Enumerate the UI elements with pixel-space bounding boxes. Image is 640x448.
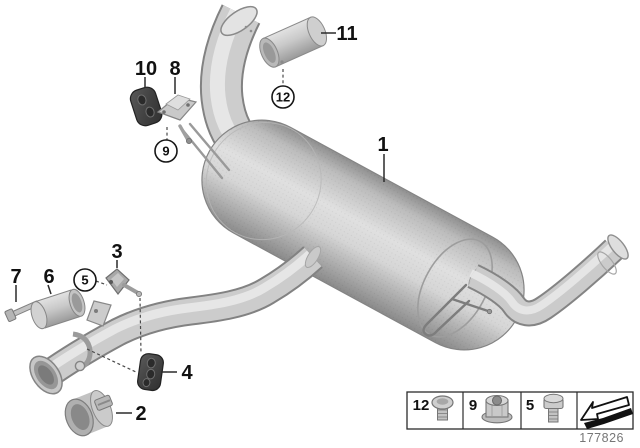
svg-text:5: 5 [81, 273, 88, 288]
drawing-number: 177826 [579, 431, 624, 445]
pipe-cut-end-face [220, 5, 258, 37]
rear-tailpipe [467, 234, 629, 327]
callout-8[interactable]: 8 [169, 58, 180, 80]
bracket-part-8 [156, 94, 198, 121]
callout-4[interactable]: 4 [181, 362, 193, 384]
sleeve-part-6 [30, 288, 86, 330]
svg-text:9: 9 [162, 144, 169, 159]
alignment-lines [86, 69, 284, 373]
direction-of-travel-arrow-icon [580, 396, 633, 429]
rubber-mount-part-10 [129, 86, 163, 127]
pipe-hanger-strap [72, 331, 93, 371]
flange-nut-icon [481, 394, 513, 424]
callout-11[interactable]: 11 [336, 23, 357, 45]
legend-label-5: 5 [526, 397, 534, 414]
welded-bracket-tab [86, 300, 112, 327]
hanger-eyelet [74, 360, 86, 372]
callout-5-circled[interactable]: 5 [73, 268, 97, 292]
legend-label-12: 12 [413, 397, 430, 414]
tailpipe-cut-end-face [607, 234, 629, 260]
rubber-mount-part-4 [137, 353, 164, 392]
callout-6[interactable]: 6 [43, 266, 54, 288]
rear-silencer [201, 119, 525, 351]
bracket-part-3 [105, 268, 143, 298]
callout-9-circled[interactable]: 9 [154, 139, 178, 163]
callout-10[interactable]: 10 [135, 58, 157, 80]
hanger-stud [178, 124, 192, 144]
hex-bolt-icon [543, 393, 564, 423]
callout-12-circled[interactable]: 12 [271, 85, 295, 109]
center-pipe [29, 245, 323, 395]
rear-hanger-wire [422, 283, 493, 337]
absorber-part-11 [259, 16, 328, 68]
svg-text:12: 12 [276, 90, 290, 105]
pipe-to-muffler-seam [304, 245, 322, 269]
button-head-screw-icon [431, 395, 454, 421]
clamp-part-2 [64, 389, 113, 437]
tailpipe-seam [597, 251, 617, 275]
leader-lines [15, 32, 385, 414]
callout-2[interactable]: 2 [135, 403, 146, 425]
callout-3[interactable]: 3 [111, 241, 122, 263]
callout-1[interactable]: 1 [377, 134, 388, 156]
end-cap-seam-left [205, 122, 322, 241]
callout-7[interactable]: 7 [10, 266, 21, 288]
legend-label-9: 9 [469, 397, 477, 414]
fastener-legend: 12 9 5 [406, 391, 634, 430]
